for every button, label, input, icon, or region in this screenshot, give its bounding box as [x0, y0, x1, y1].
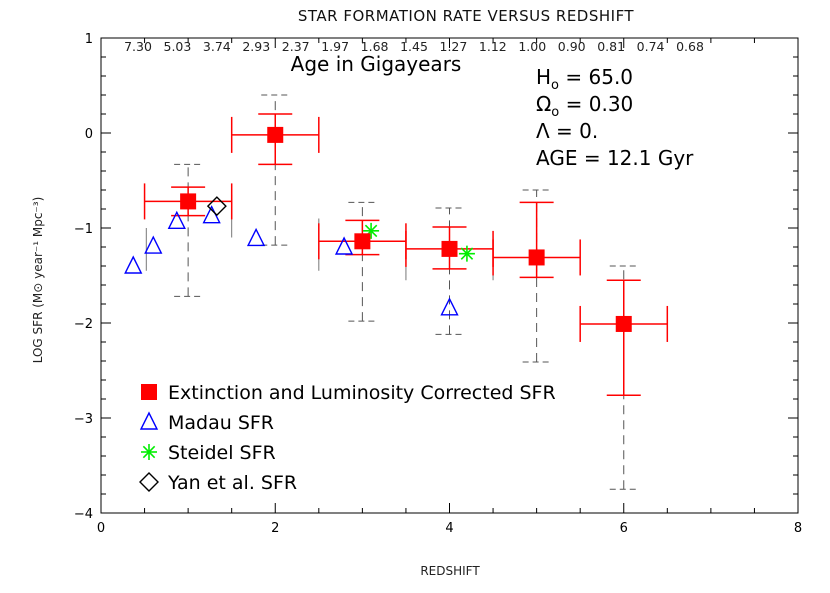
triangle-marker — [139, 411, 159, 430]
parameter-1: Ωo = 0.30 — [536, 92, 633, 120]
square-marker — [615, 315, 632, 332]
parameter-2: Λ = 0. — [536, 119, 598, 143]
y-tick-label: 0 — [85, 127, 93, 142]
age-tick-label: 3.74 — [203, 39, 231, 54]
x-tick-label: 8 — [794, 521, 802, 536]
square-marker — [441, 240, 458, 257]
age-tick-label: 0.74 — [637, 39, 665, 54]
age-tick-label: 1.27 — [440, 39, 468, 54]
square-marker — [528, 249, 545, 266]
triangle-marker — [144, 235, 163, 254]
axis-ticks — [100, 37, 799, 514]
legend: Extinction and Luminosity Corrected SFR M… — [139, 382, 556, 494]
top-age-axis: 7.30 5.03 3.74 2.93 2.37 1.97 1.68 1.45 1.27 1.12… — [124, 39, 704, 54]
age-tick-label: 0.90 — [558, 39, 586, 54]
age-axis-label: Age in Gigayears — [291, 52, 462, 76]
legend-label-0: Extinction and Luminosity Corrected SFR — [168, 382, 556, 404]
chart-title: STAR FORMATION RATE VERSUS REDSHIFT — [298, 7, 635, 25]
age-tick-label: 1.45 — [400, 39, 428, 54]
asterisk-marker — [458, 245, 475, 262]
age-tick-label: 0.81 — [597, 39, 625, 54]
triangle-marker — [124, 255, 143, 274]
square-marker — [267, 126, 284, 143]
square-marker — [354, 233, 371, 250]
triangle-marker — [246, 227, 266, 247]
legend-label-1: Madau SFR — [168, 412, 274, 434]
square-marker — [141, 384, 157, 400]
triangle-marker — [167, 210, 186, 230]
legend-label-3: Yan et al. SFR — [167, 472, 297, 494]
age-tick-label: 1.68 — [361, 39, 389, 54]
data-markers — [124, 126, 632, 332]
age-tick-label: 2.93 — [242, 39, 270, 54]
y-tick-label: −2 — [74, 317, 93, 332]
age-tick-label: 1.12 — [479, 39, 507, 54]
x-tick-label: 4 — [445, 521, 453, 536]
cosmology-parameters: Ho = 65.0Ωo = 0.30Λ = 0. AGE = 12.1 Gyr — [536, 65, 694, 170]
parameter-3: AGE = 12.1 Gyr — [536, 146, 694, 170]
asterisk-marker — [141, 444, 157, 460]
age-tick-label: 2.37 — [282, 39, 310, 54]
y-tick-label: −1 — [74, 222, 93, 237]
x-tick-label: 0 — [97, 521, 105, 536]
x-tick-label: 2 — [271, 521, 279, 536]
y-tick-label: 1 — [85, 32, 93, 47]
square-marker — [180, 193, 197, 210]
x-tick-label: 6 — [620, 521, 628, 536]
legend-label-2: Steidel SFR — [168, 442, 276, 464]
triangle-marker — [334, 236, 354, 255]
age-tick-label: 0.68 — [676, 39, 704, 54]
parameter-0: Ho = 65.0 — [536, 65, 633, 93]
x-axis-label: REDSHIFT — [420, 564, 480, 578]
y-tick-label: −3 — [74, 412, 93, 427]
age-tick-label: 5.03 — [164, 39, 192, 54]
age-tick-label: 7.30 — [124, 39, 152, 54]
y-axis-label: LOG SFR (M⊙ year⁻¹ Mpc⁻³) — [31, 197, 45, 364]
diamond-marker — [139, 472, 159, 492]
triangle-marker — [440, 297, 459, 316]
y-tick-label: −4 — [74, 507, 93, 522]
age-tick-label: 1.97 — [321, 39, 349, 54]
diamond-marker — [206, 196, 227, 217]
age-tick-label: 1.00 — [518, 39, 546, 54]
